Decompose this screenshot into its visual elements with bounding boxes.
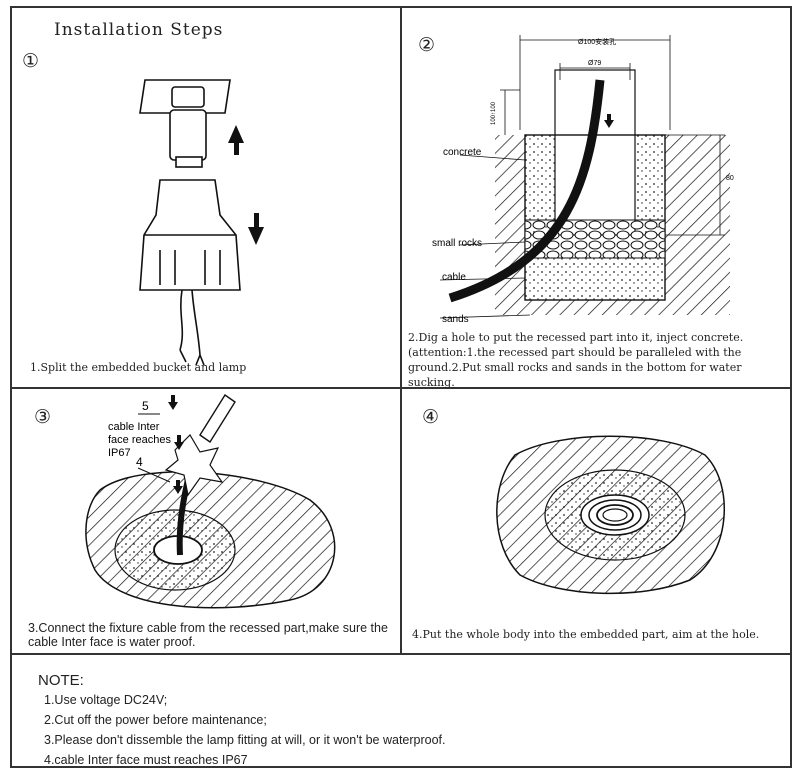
step-1-illustration: [139, 79, 264, 365]
note-list: 1.Use voltage DC24V; 2.Cut off the power…: [44, 690, 446, 770]
label-cable: cable: [442, 272, 466, 283]
arrow-down-icon: [604, 120, 614, 128]
step-3-illustration: 5 4 cable Inter face reaches IP67: [85, 394, 336, 609]
marker-4: 4: [136, 455, 143, 469]
step-1-number: ①: [22, 50, 40, 72]
divider-vertical-top: [400, 6, 402, 388]
label-concrete: concrete: [443, 147, 482, 158]
dim-inner-label: Ø79: [588, 60, 601, 67]
step-2-illustration: Ø100安装孔 Ø79 80 100↑100 concrete small ro…: [432, 35, 734, 325]
note-item: 3.Please don't dissemble the lamp fittin…: [44, 733, 446, 747]
marker-5: 5: [142, 399, 149, 413]
dim-top-label: 100↑100: [491, 101, 497, 125]
step-2-number: ②: [418, 34, 436, 56]
note-item: 2.Cut off the power before maintenance;: [44, 713, 267, 727]
step-4-caption: 4.Put the whole body into the embedded p…: [412, 628, 760, 641]
arrow-down-icon: [168, 402, 178, 410]
step-4-illustration: [496, 435, 725, 595]
step-1-caption: 1.Split the embedded bucket and lamp: [30, 361, 247, 374]
dim-depth-label: 80: [726, 175, 734, 182]
label-sands: sands: [442, 314, 469, 325]
divider-horizontal-1: [10, 387, 792, 389]
step-3-number: ③: [34, 406, 52, 428]
step-2-caption: 2.Dig a hole to put the recessed part in…: [408, 331, 744, 389]
arrow-up-icon: [228, 125, 244, 155]
interface-line-2: face reaches: [108, 434, 171, 446]
interface-line-1: cable Inter: [108, 421, 160, 433]
note-item: 1.Use voltage DC24V;: [44, 693, 168, 707]
label-small-rocks: small rocks: [432, 238, 482, 249]
arrow-down-icon: [248, 213, 264, 245]
divider-horizontal-2: [10, 653, 792, 655]
page-title: Installation Steps: [54, 20, 224, 40]
note-item: 4.cable Inter face must reaches IP67: [44, 753, 248, 767]
step-4-number: ④: [422, 406, 440, 428]
step-3-caption-line-1: 3.Connect the fixture cable from the rec…: [28, 621, 388, 635]
dim-outer-label: Ø100安装孔: [578, 37, 616, 46]
divider-vertical-middle: [400, 388, 402, 654]
step-3-caption-line-2: cable Inter face is water proof.: [28, 635, 196, 649]
interface-line-3: IP67: [108, 447, 131, 459]
note-title: NOTE:: [38, 672, 84, 689]
